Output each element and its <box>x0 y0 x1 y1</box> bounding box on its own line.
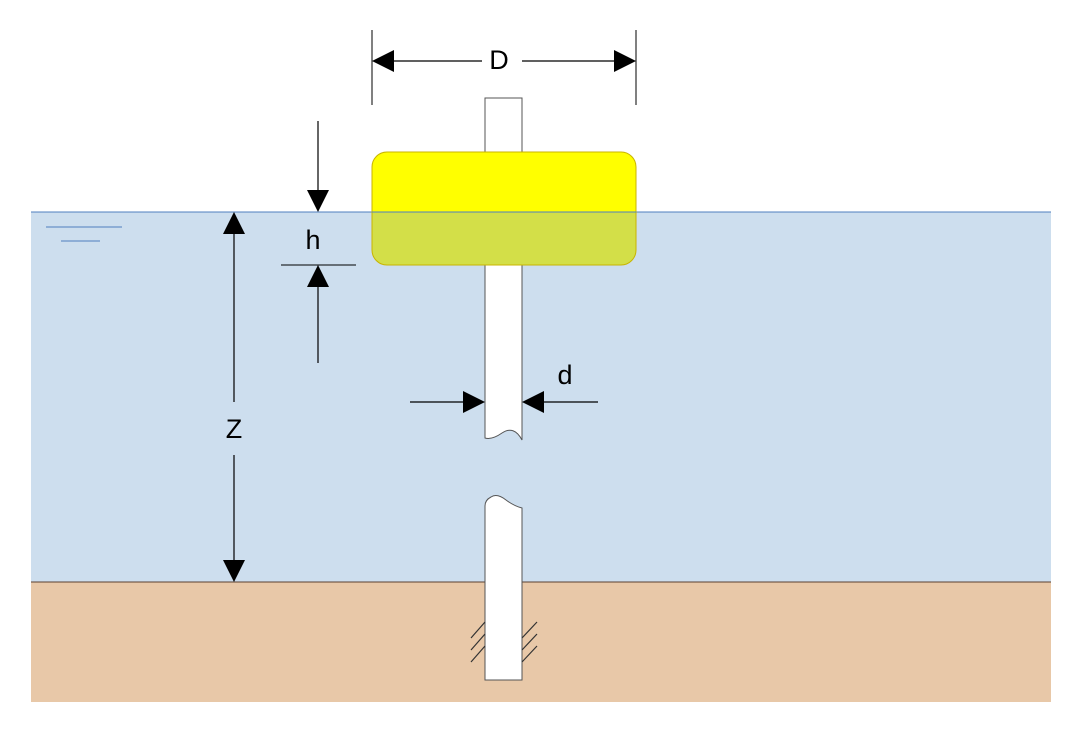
dimension-D <box>371 30 637 105</box>
dimension-d-arrow-left <box>522 391 544 413</box>
dimension-h-arrow-down <box>307 190 329 212</box>
dimension-h-arrow-up <box>307 265 329 287</box>
water-level-symbol <box>46 226 122 242</box>
dimension-D-arrow-left <box>372 50 394 72</box>
dimension-d-arrow-right <box>463 391 485 413</box>
label-Z: Z <box>226 414 243 444</box>
float-above-water <box>372 152 636 212</box>
dimension-d <box>410 391 598 413</box>
dimension-Z-arrow-down <box>223 560 245 582</box>
float-outline <box>371 151 637 266</box>
dimension-h <box>281 121 356 363</box>
pile-upper-segment <box>484 97 523 441</box>
label-D: D <box>489 45 509 75</box>
dimension-D-arrow-right <box>614 50 636 72</box>
float-submerged <box>372 212 636 265</box>
pile-lower-segment <box>484 495 523 681</box>
label-d: d <box>557 360 572 390</box>
dimension-Z <box>223 212 245 582</box>
seabed-region <box>31 582 1051 702</box>
label-h: h <box>305 225 320 255</box>
dimension-Z-arrow-up <box>223 212 245 234</box>
fixity-hatch-marks <box>470 621 538 663</box>
